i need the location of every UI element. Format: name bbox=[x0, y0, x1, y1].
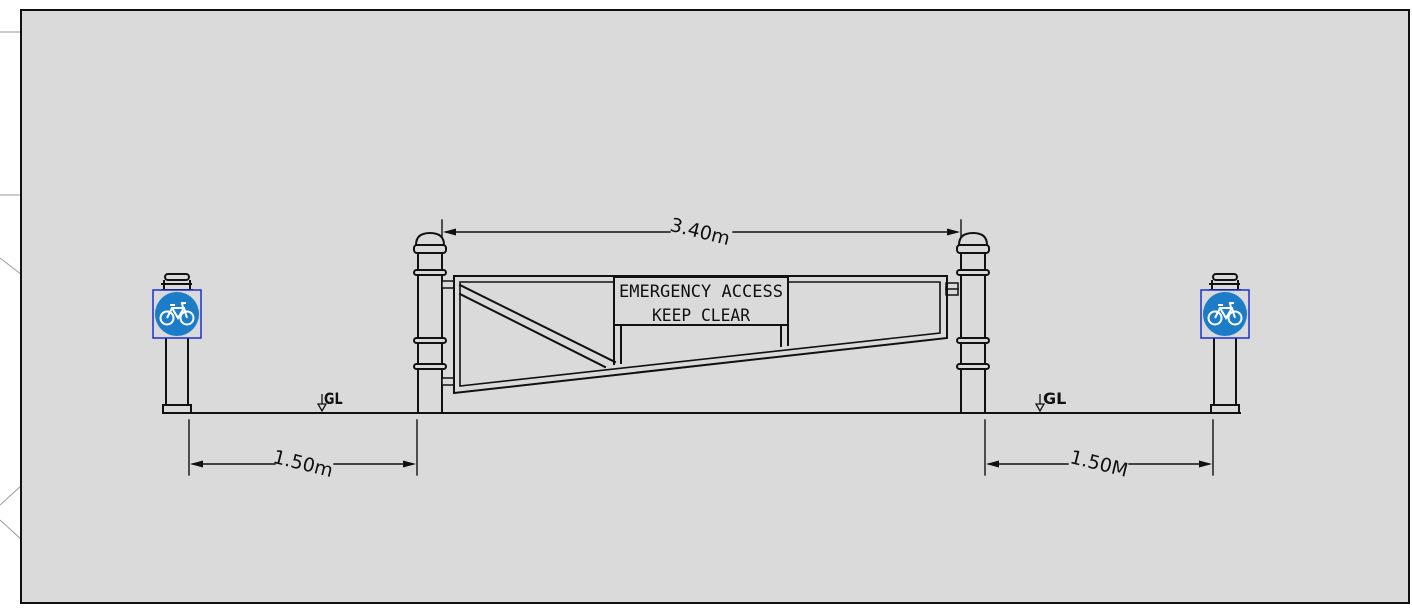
gate-sign-board bbox=[613, 276, 789, 326]
dimension-extension-lines bbox=[188, 219, 1214, 476]
right-cycle-sign bbox=[1200, 289, 1250, 339]
bicycle-icon bbox=[159, 302, 195, 326]
ground-level-markers bbox=[316, 394, 1046, 413]
right-gate-post bbox=[956, 231, 990, 414]
ground-level-label-left: GL bbox=[324, 391, 343, 409]
gate-sign-line-1: EMERGENCY ACCESS bbox=[619, 282, 783, 302]
left-gate-post bbox=[413, 231, 447, 414]
dimension-arrowheads bbox=[190, 228, 1212, 468]
dimension-lines bbox=[192, 231, 1210, 465]
ground-level-label-right: GL bbox=[1043, 389, 1066, 408]
bicycle-icon bbox=[1207, 302, 1243, 326]
left-cycle-sign bbox=[152, 289, 202, 339]
gate-sign-line-2: KEEP CLEAR bbox=[652, 306, 751, 326]
sheet-edge-lines bbox=[0, 31, 23, 541]
